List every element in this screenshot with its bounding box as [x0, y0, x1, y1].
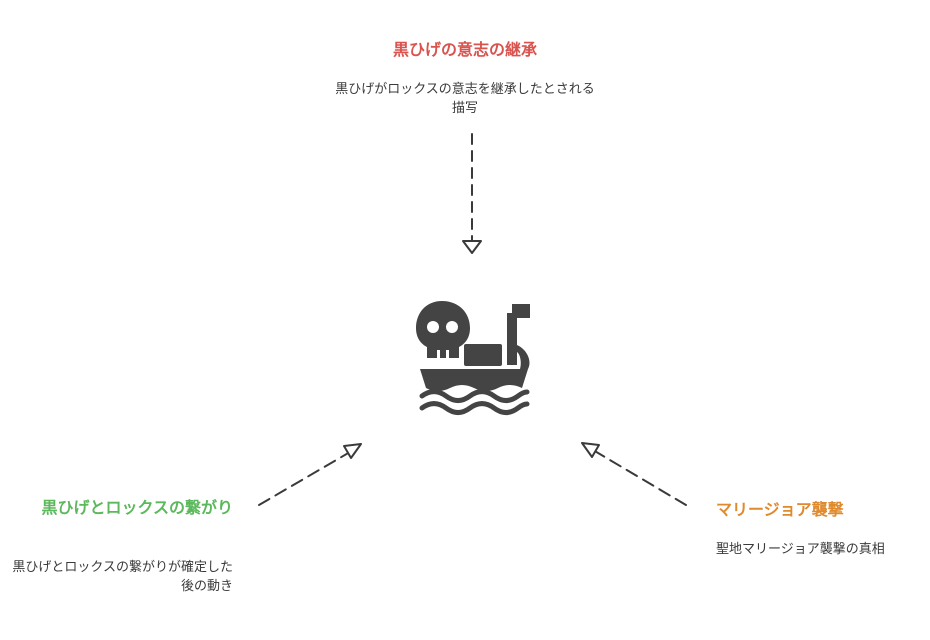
node-title-left: 黒ひげとロックスの繋がり: [41, 498, 233, 517]
node-title-right: マリージョア襲撃: [716, 500, 844, 519]
arrowhead-left: [343, 443, 362, 459]
connector-left: [258, 451, 351, 506]
node-title-top: 黒ひげの意志の継承: [392, 40, 537, 59]
arrowhead-right: [581, 442, 600, 458]
connector-right: [592, 449, 687, 506]
node-description-right: 聖地マリージョア襲撃の真相: [716, 542, 885, 557]
node-description-left: 黒ひげとロックスの繋がりが確定した後の動き: [12, 560, 233, 594]
node-description-top: 黒ひげがロックスの意志を継承したとされる描写: [335, 82, 595, 116]
arrowhead-top: [462, 240, 482, 254]
